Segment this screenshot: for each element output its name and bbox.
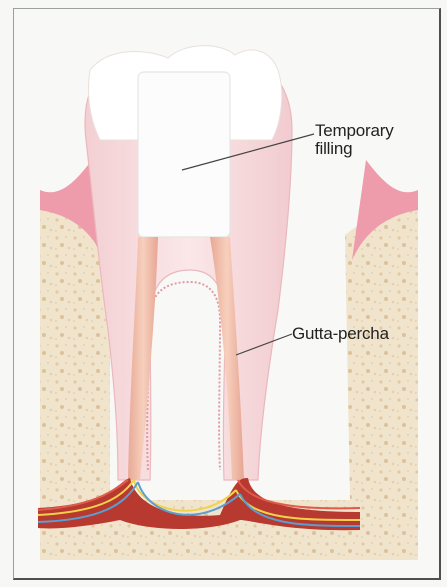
temporary-filling-block xyxy=(138,72,230,237)
pulp-outline xyxy=(150,282,220,470)
gutta-percha-label: Gutta-percha xyxy=(292,325,389,342)
temporary-filling-label-line2: filling xyxy=(315,140,352,157)
temporary-filling-label-line1: Temporary xyxy=(315,122,394,139)
